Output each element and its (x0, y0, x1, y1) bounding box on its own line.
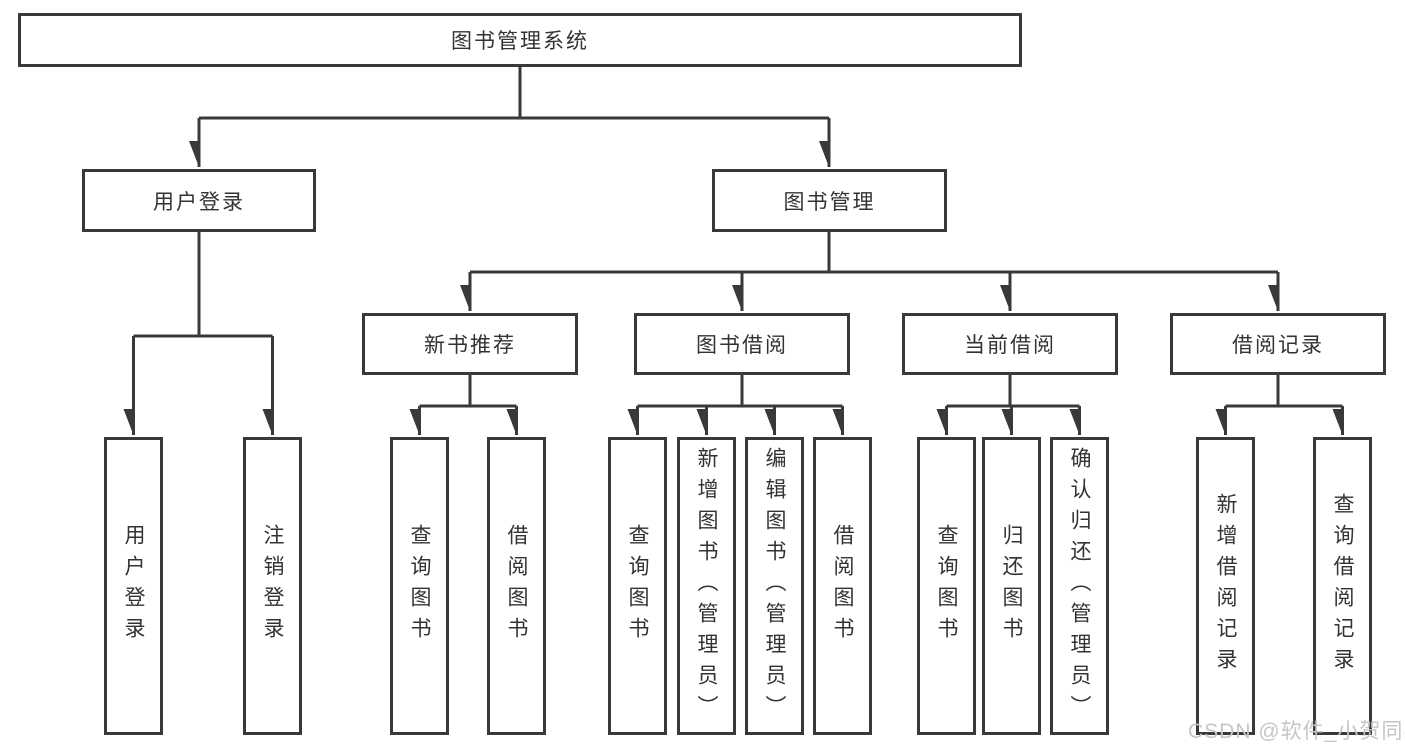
leaf-user-login: 用户登录 (104, 437, 163, 735)
node-label: 查询图书 (626, 524, 649, 648)
node-label: 归还图书 (1000, 524, 1023, 648)
node-label: 编辑图书（管理员） (763, 446, 786, 726)
watermark: CSDN @软件_小贺同学 (1188, 720, 1405, 743)
node-label: 图书管理系统 (451, 30, 589, 53)
leaf-cb-confirm-return-admin: 确认归还（管理员） (1050, 437, 1109, 735)
node-label: 借阅记录 (1232, 334, 1324, 357)
node-label: 查询图书 (935, 524, 958, 648)
leaf-nb-borrow-book: 借阅图书 (487, 437, 546, 735)
node-label: 新增图书（管理员） (695, 446, 718, 726)
node-borrow-records: 借阅记录 (1170, 313, 1386, 375)
node-label: 用户登录 (122, 524, 145, 648)
leaf-br-add-record: 新增借阅记录 (1196, 437, 1255, 735)
leaf-cb-return-book: 归还图书 (982, 437, 1041, 735)
node-label: 新增借阅记录 (1214, 493, 1237, 679)
node-user-login: 用户登录 (82, 169, 316, 232)
node-label: 查询借阅记录 (1331, 493, 1354, 679)
node-label: 查询图书 (408, 524, 431, 648)
leaf-cb-query-book: 查询图书 (917, 437, 976, 735)
leaf-logout-login: 注销登录 (243, 437, 302, 735)
leaf-bb-borrow-book: 借阅图书 (813, 437, 872, 735)
node-label: 借阅图书 (505, 524, 528, 648)
node-book-borrow: 图书借阅 (634, 313, 850, 375)
node-book-management: 图书管理 (712, 169, 947, 232)
node-label: 图书管理 (783, 190, 876, 214)
node-label: 当前借阅 (964, 334, 1056, 357)
node-label: 确认归还（管理员） (1068, 446, 1091, 726)
node-library-management-system: 图书管理系统 (18, 13, 1022, 67)
leaf-br-query-record: 查询借阅记录 (1313, 437, 1372, 735)
node-label: 借阅图书 (831, 524, 854, 648)
node-label: 用户登录 (153, 190, 245, 214)
node-current-borrow: 当前借阅 (902, 313, 1118, 375)
leaf-nb-query-book: 查询图书 (390, 437, 449, 735)
leaf-bb-edit-book-admin: 编辑图书（管理员） (745, 437, 804, 735)
node-label: 图书借阅 (696, 334, 788, 357)
node-new-book-recommend: 新书推荐 (362, 313, 578, 375)
leaf-bb-query-book: 查询图书 (608, 437, 667, 735)
leaf-bb-add-book-admin: 新增图书（管理员） (677, 437, 736, 735)
node-label: 新书推荐 (424, 334, 516, 357)
node-label: 注销登录 (261, 524, 284, 648)
